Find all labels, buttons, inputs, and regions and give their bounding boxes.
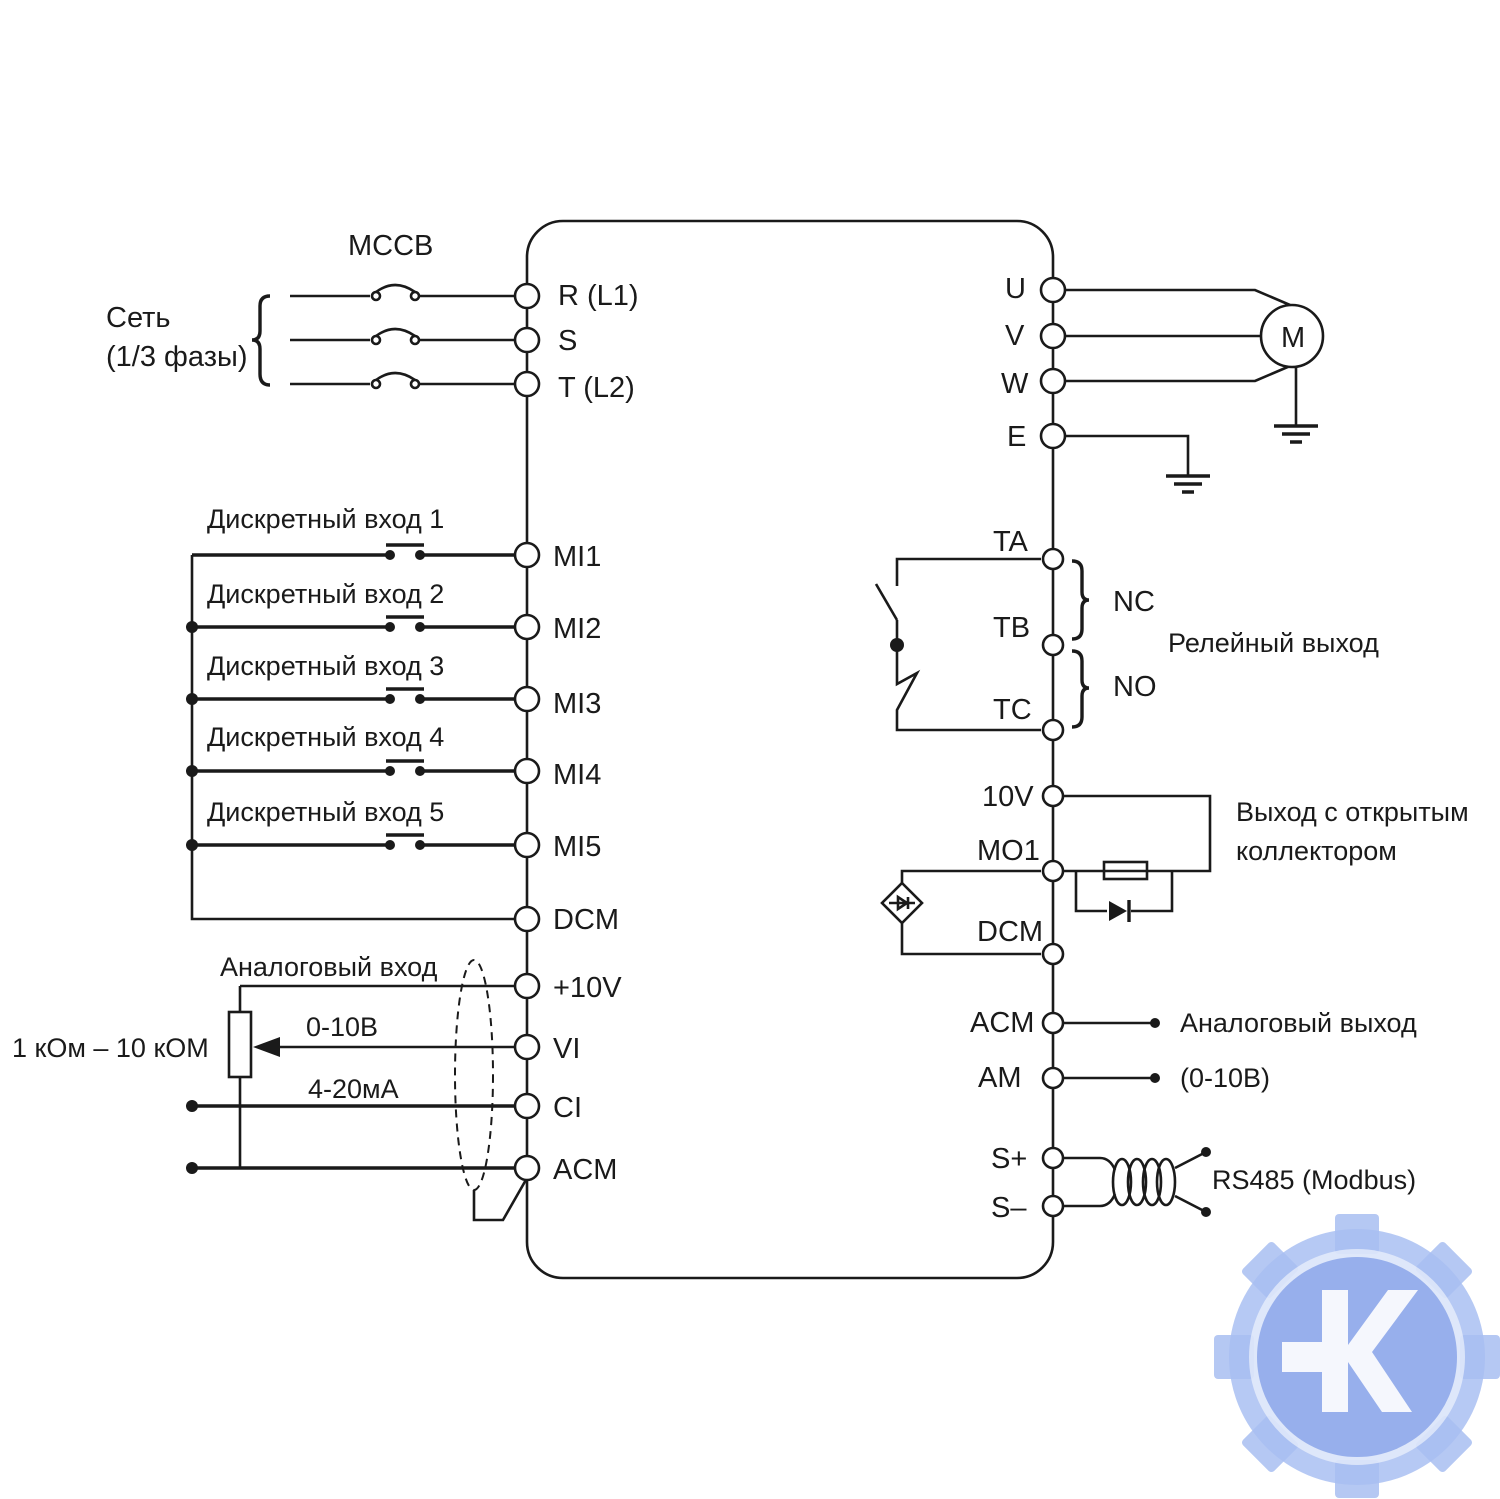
terminal-10v-right bbox=[1041, 784, 1065, 808]
optocoupler-icon bbox=[880, 881, 924, 925]
resistor-icon bbox=[1102, 860, 1149, 881]
terminal-mi2 bbox=[513, 613, 541, 641]
terminal-mi3-label: MI3 bbox=[553, 688, 601, 720]
terminal-s-minus-label: S– bbox=[991, 1192, 1027, 1224]
relay-nc-label: NC bbox=[1113, 586, 1155, 618]
terminal-t bbox=[513, 370, 541, 398]
terminal-dcm-right bbox=[1041, 942, 1065, 966]
terminal-10v-left bbox=[513, 972, 541, 1000]
terminal-mi2-label: MI2 bbox=[553, 613, 601, 645]
rs485-label: RS485 (Modbus) bbox=[1212, 1165, 1416, 1195]
digital-input-2-label: Дискретный вход 2 bbox=[207, 579, 444, 609]
shield-icon bbox=[454, 959, 529, 1222]
current-input-dot bbox=[186, 1100, 198, 1112]
analog-output-label-line2: (0-10В) bbox=[1180, 1063, 1270, 1093]
terminal-mo1-label: MO1 bbox=[977, 835, 1040, 867]
terminal-mi4 bbox=[513, 757, 541, 785]
terminal-am-label: AM bbox=[978, 1062, 1022, 1094]
terminal-acm-left bbox=[513, 1154, 541, 1182]
no-brace-icon bbox=[1071, 649, 1090, 729]
terminal-vi bbox=[513, 1033, 541, 1061]
terminal-tb-label: TB bbox=[993, 612, 1030, 644]
terminal-dcm-right-label: DCM bbox=[977, 916, 1043, 948]
terminal-u-label: U bbox=[1005, 273, 1026, 305]
terminal-r-label: R (L1) bbox=[558, 280, 639, 312]
inverter-body bbox=[525, 219, 1055, 1280]
terminal-vi-label: VI bbox=[553, 1033, 580, 1065]
terminal-e-label: E bbox=[1007, 421, 1026, 453]
terminal-s bbox=[513, 326, 541, 354]
digital-input-4-label: Дискретный вход 4 bbox=[207, 722, 444, 752]
terminal-mi5-label: MI5 bbox=[553, 831, 601, 863]
terminal-s-label: S bbox=[558, 325, 577, 357]
terminal-10v-left-label: +10V bbox=[553, 972, 622, 1004]
switch-contacts-icon bbox=[385, 543, 425, 850]
diode-icon bbox=[1109, 901, 1127, 921]
terminal-tb bbox=[1041, 633, 1065, 657]
terminal-acm-left-label: ACM bbox=[553, 1154, 617, 1186]
terminal-s-minus bbox=[1041, 1194, 1065, 1218]
supply-label-line2: (1/3 фазы) bbox=[106, 341, 248, 373]
twisted-pair-icon bbox=[1063, 1147, 1211, 1217]
terminal-v bbox=[1039, 322, 1067, 350]
terminal-mi1 bbox=[513, 541, 541, 569]
terminal-mo1 bbox=[1041, 859, 1065, 883]
supply-brace-icon bbox=[251, 294, 271, 387]
terminal-mi4-label: MI4 bbox=[553, 759, 601, 791]
terminal-v-label: V bbox=[1005, 320, 1025, 352]
circuit-breaker-icon bbox=[290, 283, 514, 390]
terminal-ci-label: CI bbox=[553, 1092, 582, 1124]
relay-no-label: NO bbox=[1113, 671, 1157, 703]
potentiometer-icon bbox=[227, 984, 514, 1168]
terminal-t-label: T (L2) bbox=[558, 372, 635, 404]
motor-label: M bbox=[1281, 322, 1305, 354]
breaker-label: MCCB bbox=[348, 230, 433, 262]
analog-output-dot-2 bbox=[1150, 1073, 1160, 1083]
terminal-dcm-left bbox=[513, 905, 541, 933]
terminal-e bbox=[1039, 422, 1067, 450]
motor-wiring bbox=[1066, 288, 1318, 494]
terminal-ta bbox=[1041, 547, 1065, 571]
potentiometer-range-label: 1 кОм – 10 кОМ bbox=[12, 1033, 209, 1063]
supply-label-line1: Сеть bbox=[106, 302, 171, 334]
nc-brace-icon bbox=[1071, 559, 1090, 641]
terminal-mi3 bbox=[513, 685, 541, 713]
analog-output-wiring bbox=[1063, 1021, 1155, 1080]
terminal-tc-label: TC bbox=[993, 694, 1032, 726]
terminal-ci bbox=[513, 1092, 541, 1120]
terminal-s-plus bbox=[1041, 1146, 1065, 1170]
terminal-acm-right-label: ACM bbox=[970, 1007, 1034, 1039]
common-dot bbox=[186, 1162, 198, 1174]
terminal-mi1-label: MI1 bbox=[553, 541, 601, 573]
terminal-dcm-left-label: DCM bbox=[553, 904, 619, 936]
relay-title: Релейный выход bbox=[1168, 628, 1379, 658]
digital-input-5-label: Дискретный вход 5 bbox=[207, 797, 444, 827]
motor-icon bbox=[1259, 303, 1325, 369]
digital-input-wiring bbox=[186, 543, 514, 921]
terminal-am bbox=[1041, 1066, 1065, 1090]
terminal-tc bbox=[1041, 718, 1065, 742]
digital-input-3-label: Дискретный вход 3 bbox=[207, 651, 444, 681]
terminal-u bbox=[1039, 276, 1067, 304]
current-range-label: 4-20мА bbox=[308, 1074, 399, 1104]
terminal-w-label: W bbox=[1001, 368, 1029, 400]
open-collector-label-line2: коллектором bbox=[1236, 836, 1397, 866]
terminal-w bbox=[1039, 367, 1067, 395]
open-collector-wiring bbox=[880, 794, 1212, 956]
terminal-r bbox=[513, 282, 541, 310]
terminal-ta-label: TA bbox=[993, 526, 1029, 558]
terminal-acm-right bbox=[1041, 1011, 1065, 1035]
terminal-10v-right-label: 10V bbox=[982, 781, 1034, 813]
relay-contact-icon bbox=[874, 557, 1041, 732]
voltage-range-label: 0-10В bbox=[306, 1012, 378, 1042]
terminal-mi5 bbox=[513, 831, 541, 859]
analog-output-label-line1: Аналоговый выход bbox=[1180, 1008, 1417, 1038]
terminal-s-plus-label: S+ bbox=[991, 1143, 1027, 1175]
analog-input-title: Аналоговый вход bbox=[220, 952, 438, 982]
analog-output-dot-1 bbox=[1150, 1018, 1160, 1028]
digital-input-1-label: Дискретный вход 1 bbox=[207, 504, 444, 534]
gear-logo-icon bbox=[1214, 1214, 1500, 1498]
open-collector-label-line1: Выход с открытым bbox=[1236, 797, 1469, 827]
